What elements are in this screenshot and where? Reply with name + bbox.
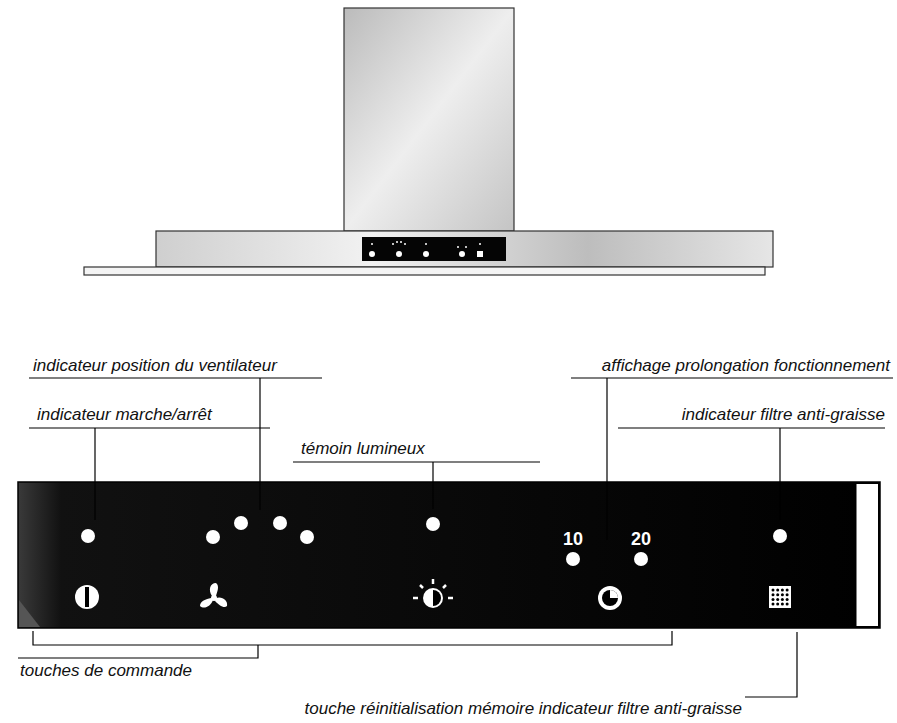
timer-icon <box>598 586 622 610</box>
callout-label: indicateur marche/arrêt <box>37 406 212 425</box>
range-hood <box>84 8 773 275</box>
callout-label: indicateur filtre anti-graisse <box>682 406 885 425</box>
light-icon <box>413 579 453 608</box>
power-icon <box>75 585 99 609</box>
callout-label: touches de commande <box>20 662 192 681</box>
callout-label: témoin lumineux <box>301 440 425 459</box>
indicator-dots <box>81 516 787 566</box>
timer-number: 10 <box>563 530 583 548</box>
control-panel <box>18 482 880 628</box>
callout-label: touche réinitialisation mémoire indicate… <box>305 700 742 719</box>
leader-lines <box>18 378 893 697</box>
timer-number: 20 <box>631 530 651 548</box>
callout-label: indicateur position du ventilateur <box>33 357 277 376</box>
callout-label: affichage prolongation fonctionnement <box>602 357 890 376</box>
fan-icon <box>200 583 227 608</box>
filter-icon <box>769 586 791 608</box>
